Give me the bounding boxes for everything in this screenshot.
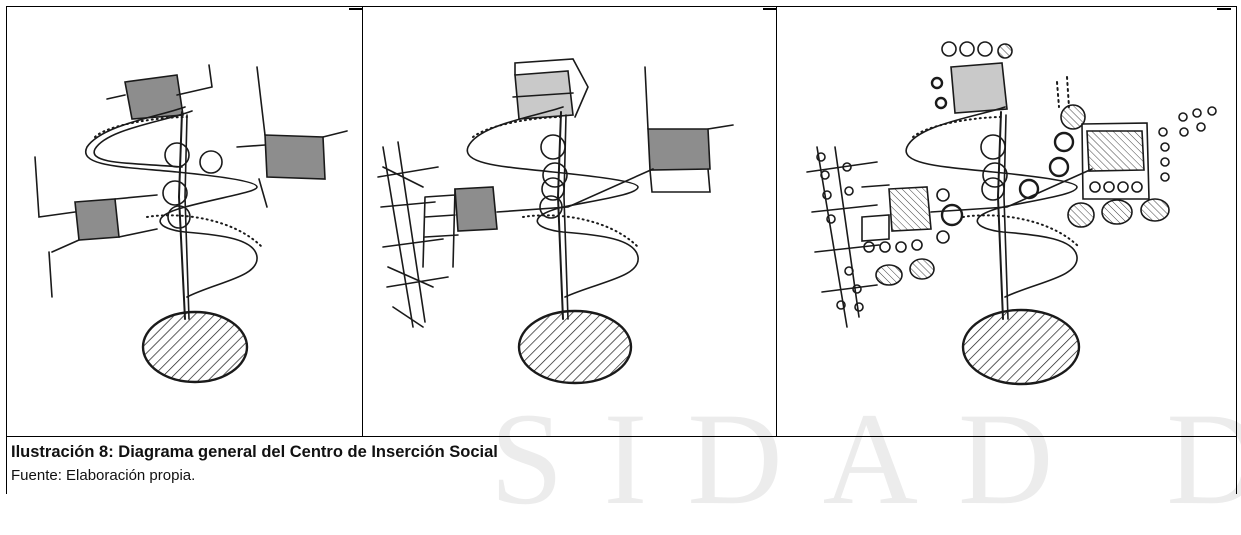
sketch-panel-1	[7, 7, 363, 436]
sketch-1-drawing	[34, 64, 348, 384]
sketch-panel-2	[363, 7, 777, 436]
table-corner-mark	[349, 8, 363, 10]
figure-sheet: SIDAD D	[6, 6, 1241, 532]
table-corner-mark	[1217, 8, 1231, 10]
figure-table	[6, 6, 1237, 437]
building-block	[647, 128, 711, 171]
figure-caption: Ilustración 8: Diagrama general del Cent…	[6, 437, 1237, 494]
sketch-panel-3	[777, 7, 1236, 436]
building-block	[1086, 130, 1145, 172]
building-block	[74, 198, 120, 241]
caption-title: Ilustración 8: Diagrama general del Cent…	[11, 443, 498, 461]
building-block	[124, 74, 184, 120]
hatched-plaza	[141, 310, 249, 384]
hatched-plaza	[517, 309, 633, 385]
building-block	[888, 186, 932, 232]
building-block	[454, 186, 498, 232]
building-block	[950, 62, 1008, 114]
sketch-3-drawing	[806, 41, 1217, 386]
caption-source: Fuente: Elaboración propia.	[11, 467, 196, 484]
table-corner-mark	[763, 8, 777, 10]
sketch-2-drawing	[377, 58, 734, 385]
building-block	[264, 134, 326, 180]
hatched-plaza	[961, 308, 1081, 386]
